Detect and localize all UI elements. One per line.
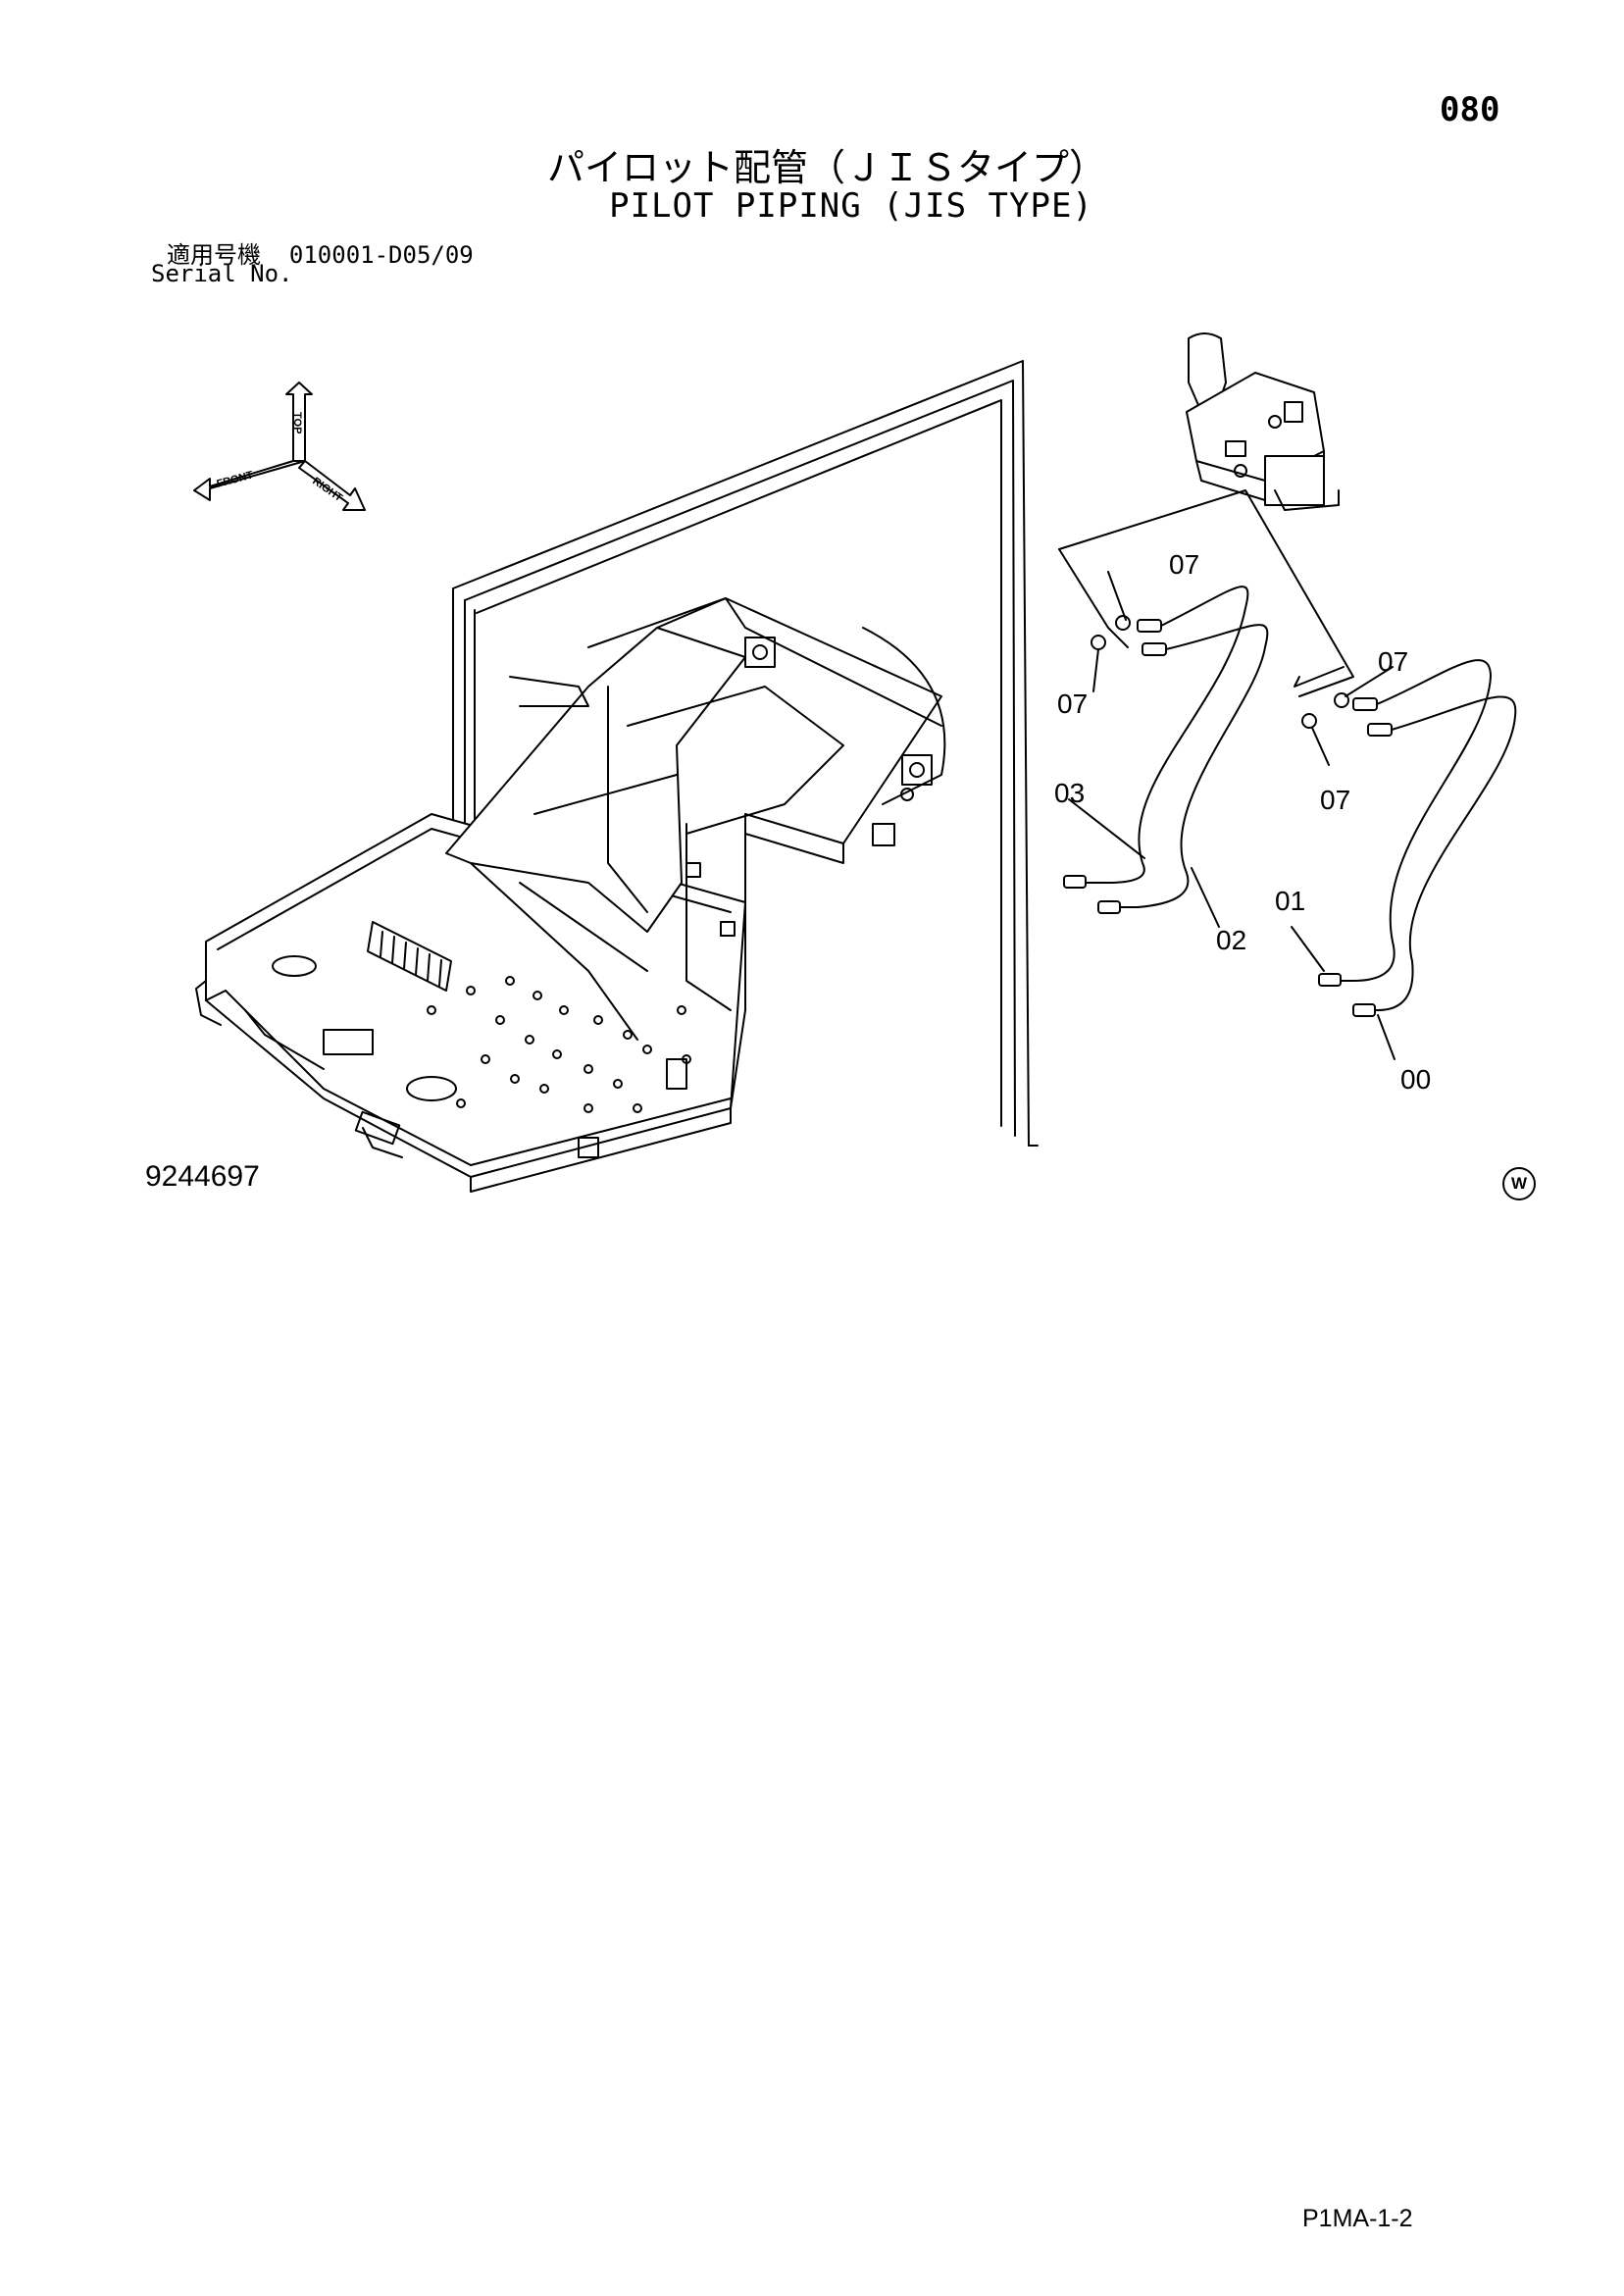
serial-range: 010001-D05/09: [288, 241, 474, 269]
callout-07-top-right: 07: [1378, 646, 1408, 677]
drawing-number: 9244697: [145, 1160, 260, 1193]
callout-labels: 07 07 07 07 03 02 01 00: [1054, 549, 1431, 1095]
callout-01: 01: [1275, 886, 1305, 916]
left-hose-pair: [1063, 586, 1269, 928]
callout-03: 03: [1054, 778, 1085, 808]
title-english: PILOT PIPING (JIS TYPE): [609, 186, 1093, 226]
callout-07-bottom-left: 07: [1057, 689, 1088, 719]
callout-07-bottom-right: 07: [1320, 785, 1350, 815]
pilot-control-lever: [1186, 332, 1340, 511]
pilot-valve-block: [367, 921, 452, 992]
callout-07-top-left: 07: [1169, 549, 1199, 580]
floor-bolt-holes: [427, 976, 691, 1113]
top-direction-label: TOP: [291, 412, 303, 434]
page-code: P1MA-1-2: [1302, 2205, 1413, 2232]
callout-02: 02: [1216, 925, 1246, 955]
serial-label-en: Serial No.: [151, 260, 293, 287]
cab-rear-wall: [445, 597, 946, 1158]
page-number: 080: [1440, 90, 1500, 129]
lever-connection-line: [1058, 489, 1354, 697]
w-mark-icon: W: [1502, 1167, 1536, 1200]
right-hose-pair: [1092, 571, 1517, 1060]
serial-label-jp: 適用号機: [167, 241, 261, 269]
serial-applicable-models: 適用号機 010001-D05/09: [167, 235, 474, 270]
front-direction-label: FRONT: [216, 469, 255, 489]
title-japanese: パイロット配管（ＪＩＳタイプ）: [546, 146, 1106, 189]
left-port-bracket: [1058, 548, 1129, 648]
orientation-arrows-icon: FRONT RIGHT TOP: [193, 382, 366, 511]
callout-00: 00: [1400, 1064, 1431, 1095]
cab-floor-plate: [195, 813, 746, 1193]
